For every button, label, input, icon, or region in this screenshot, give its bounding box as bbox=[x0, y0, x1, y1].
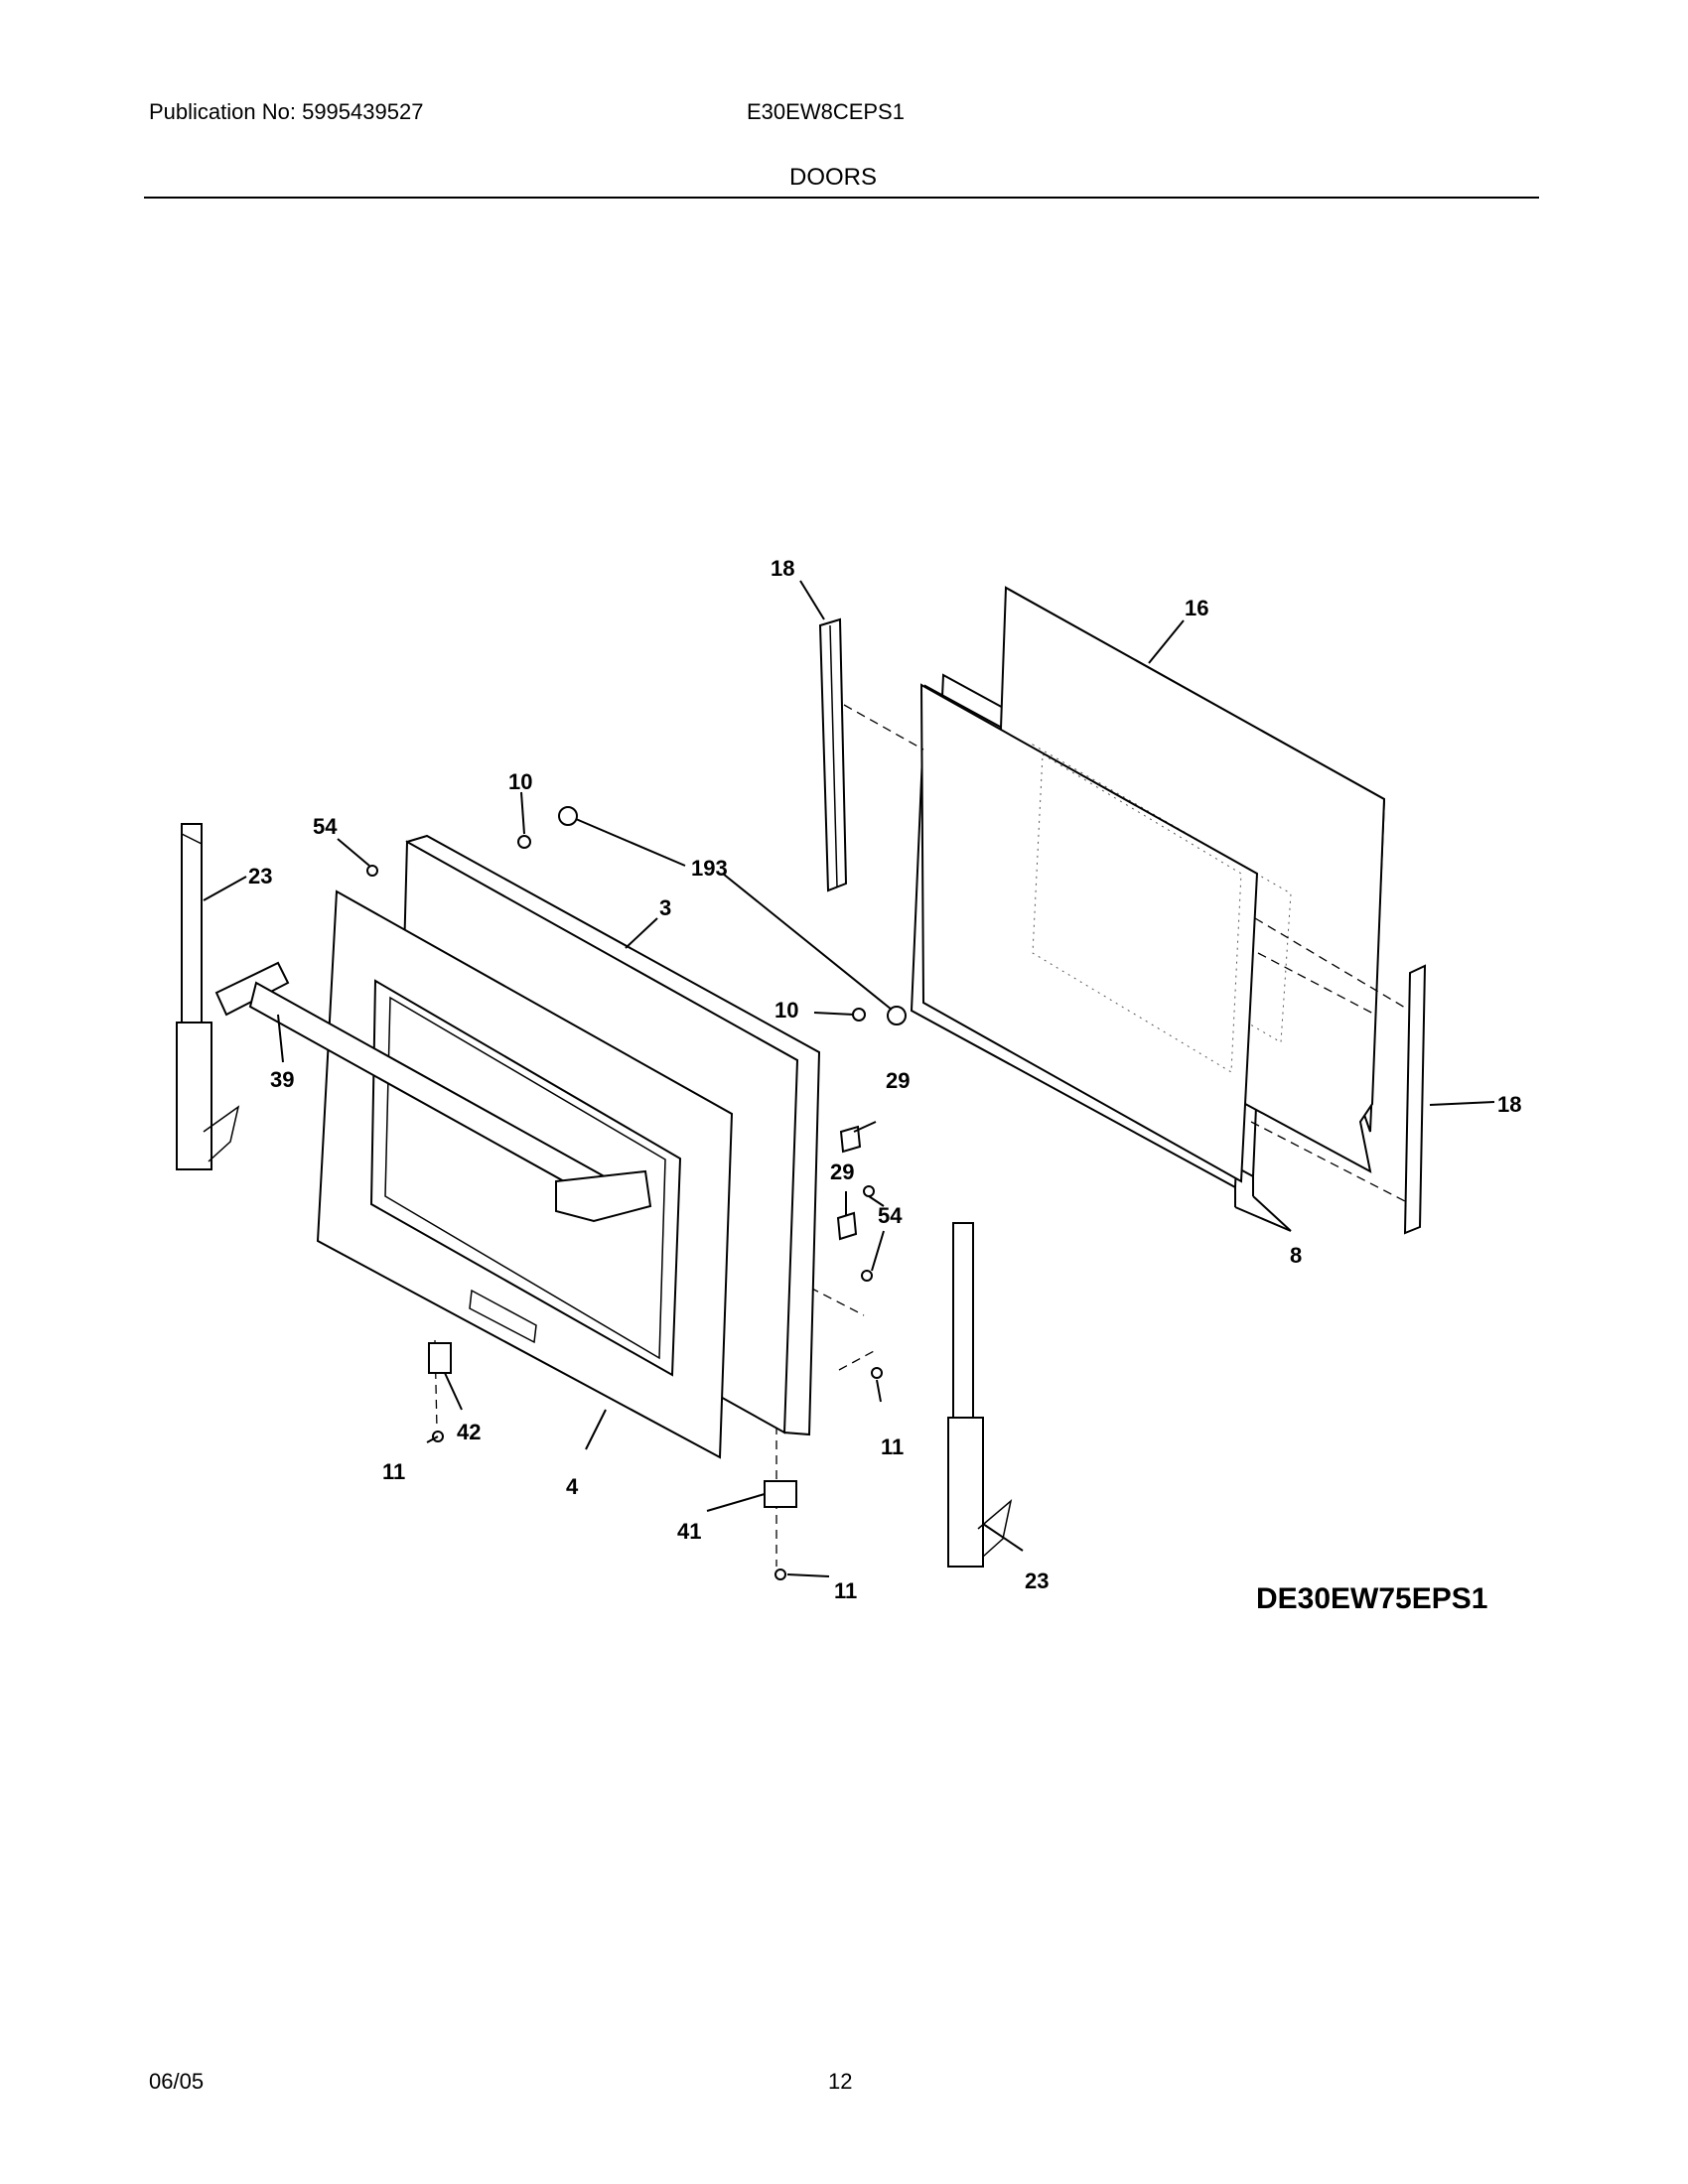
bracket-42 bbox=[428, 1342, 452, 1374]
callout-11-bottom: 11 bbox=[834, 1578, 857, 1603]
callout-54-mid: 54 bbox=[878, 1203, 903, 1228]
callout-11-mid: 11 bbox=[881, 1434, 904, 1459]
callout-18-right: 18 bbox=[1497, 1092, 1521, 1117]
callout-8: 8 bbox=[1290, 1243, 1302, 1268]
callout-54-top: 54 bbox=[313, 814, 338, 839]
hinge-right bbox=[947, 1222, 1013, 1568]
door-handle bbox=[214, 961, 652, 1223]
callout-29-top: 29 bbox=[886, 1068, 910, 1093]
diagram-code: DE30EW75EPS1 bbox=[1256, 1582, 1487, 1615]
publication-number: Publication No: 5995439527 bbox=[149, 99, 424, 124]
front-glass-panel bbox=[919, 683, 1259, 1183]
callout-41: 41 bbox=[677, 1519, 701, 1544]
callout-193: 193 bbox=[691, 856, 728, 881]
callout-10-top: 10 bbox=[508, 769, 532, 794]
fasteners bbox=[366, 806, 907, 1580]
page-number: 12 bbox=[828, 2069, 853, 2094]
model-number: E30EW8CEPS1 bbox=[747, 99, 905, 124]
hinge-left bbox=[176, 823, 240, 1170]
seal-strip-left bbox=[818, 617, 848, 892]
callout-29-mid: 29 bbox=[830, 1160, 854, 1184]
callout-39: 39 bbox=[270, 1067, 294, 1092]
leader-lines bbox=[203, 580, 1495, 1577]
callout-42: 42 bbox=[457, 1420, 481, 1444]
callout-23-right: 23 bbox=[1025, 1569, 1049, 1593]
footer-date: 06/05 bbox=[149, 2069, 205, 2094]
door-outer-panel bbox=[316, 889, 734, 1459]
callout-labels: 18 16 10 54 23 193 3 10 29 29 54 39 18 8… bbox=[248, 556, 1521, 1603]
pads bbox=[836, 1125, 862, 1241]
bracket-41 bbox=[764, 1480, 797, 1508]
callout-10-mid: 10 bbox=[774, 998, 798, 1023]
section-title: DOORS bbox=[789, 164, 878, 191]
callout-4: 4 bbox=[566, 1474, 579, 1499]
callout-16: 16 bbox=[1185, 596, 1208, 620]
callout-18-top: 18 bbox=[771, 556, 794, 581]
seal-strip-right bbox=[1403, 964, 1427, 1235]
header-rule bbox=[144, 197, 1539, 199]
callout-11-left: 11 bbox=[382, 1459, 405, 1484]
callout-23-left: 23 bbox=[248, 864, 272, 888]
callout-3: 3 bbox=[659, 895, 671, 920]
